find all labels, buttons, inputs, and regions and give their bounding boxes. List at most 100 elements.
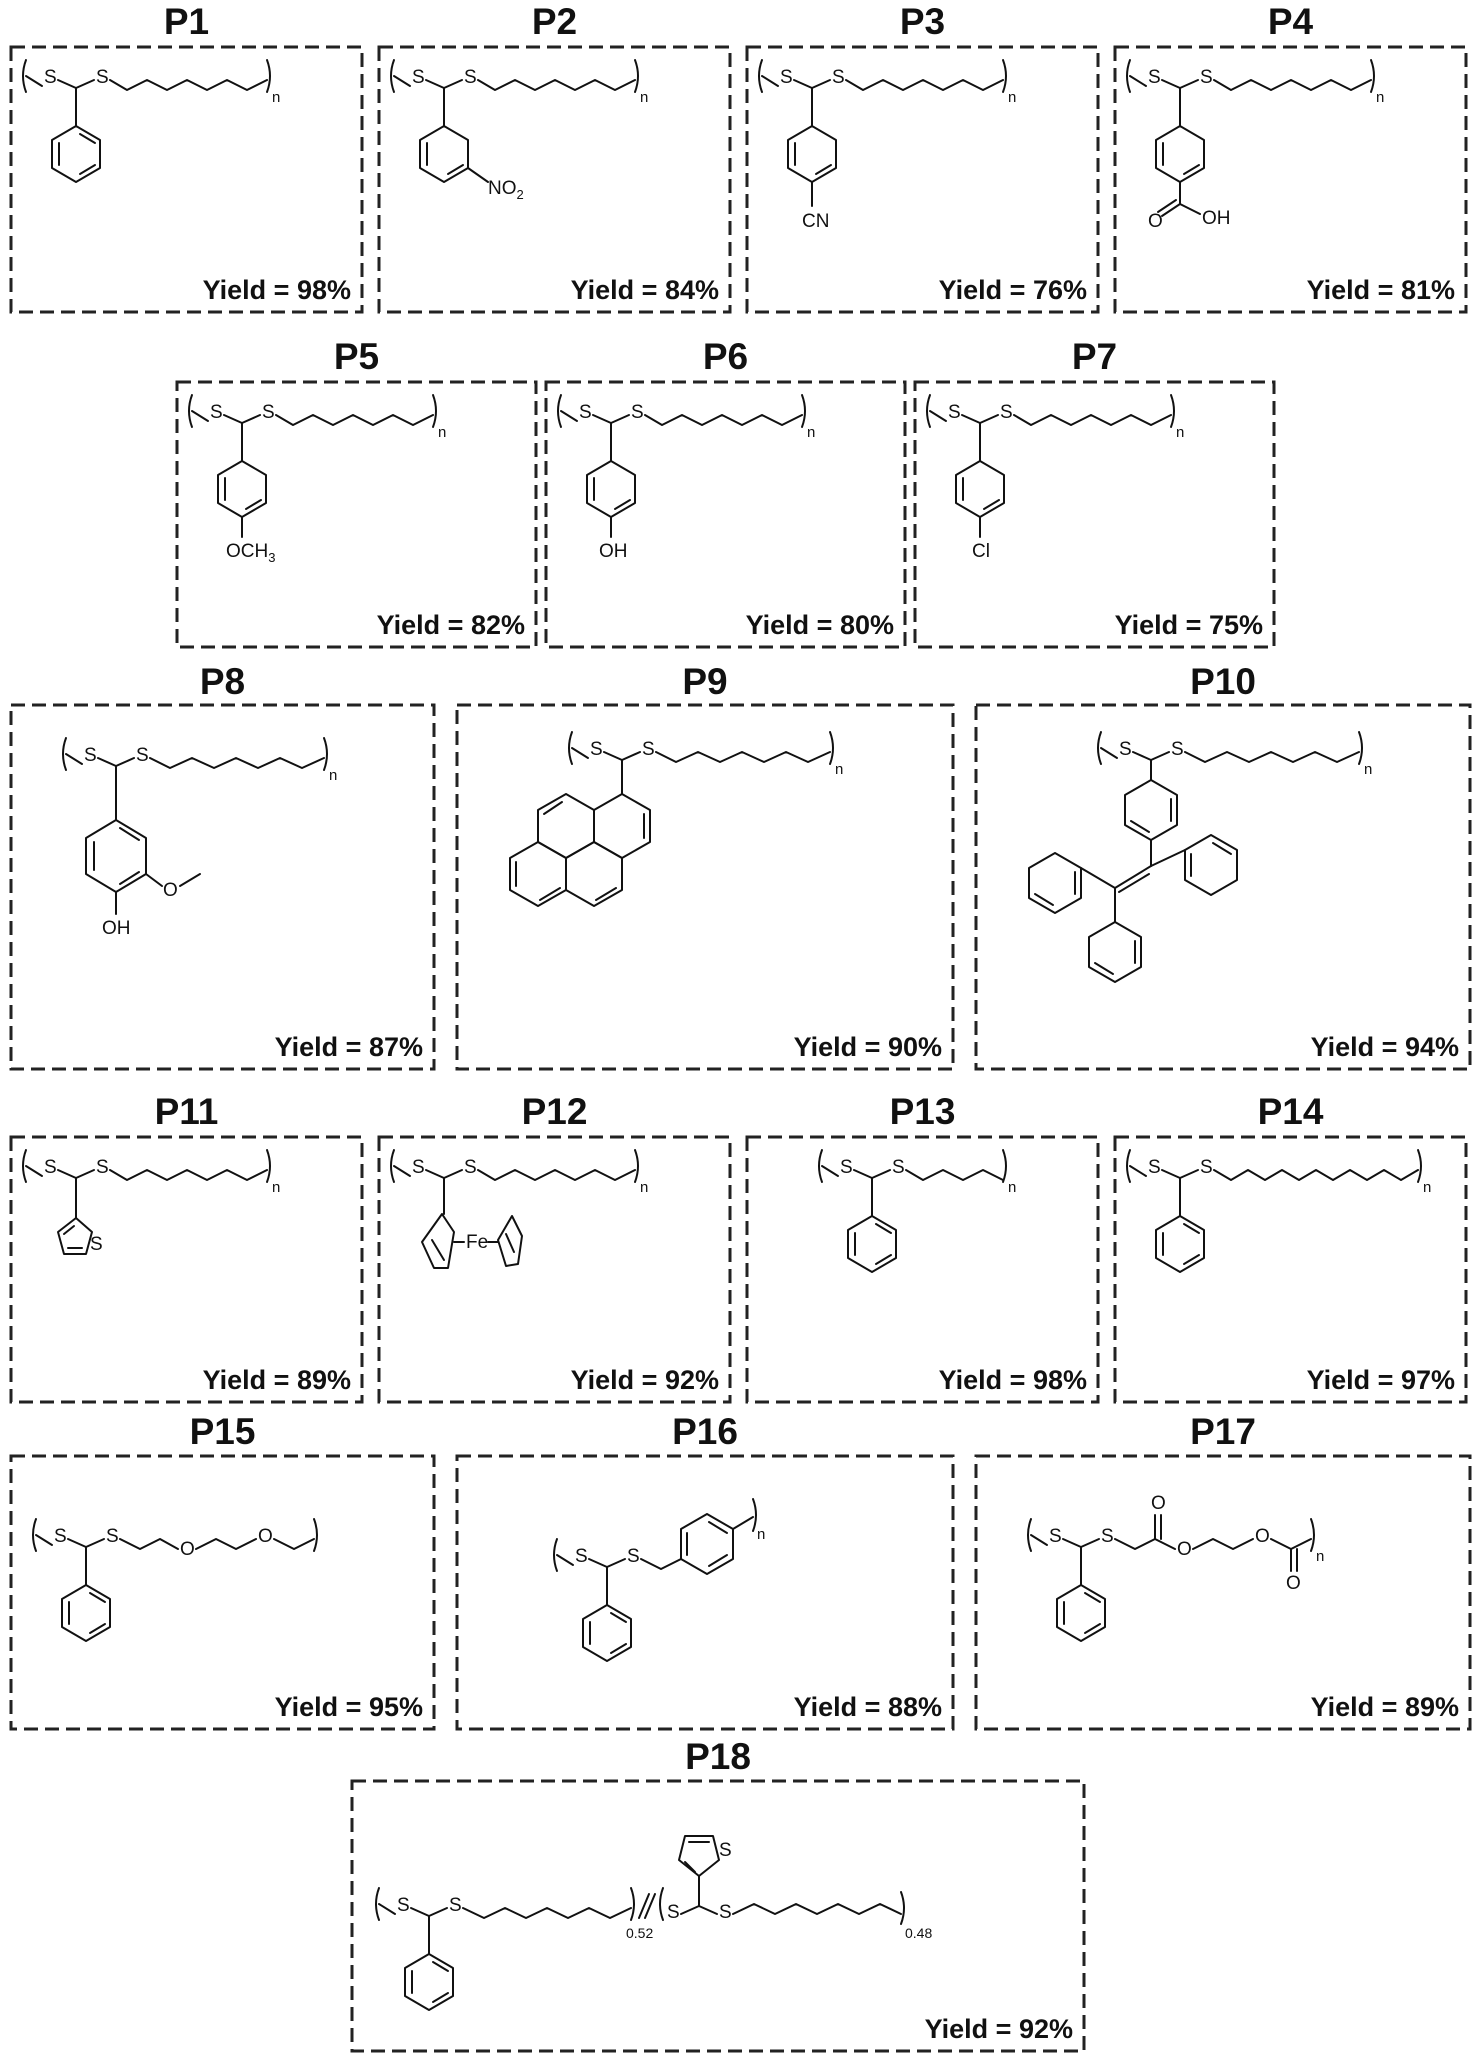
structure-box: S S n Yield = 98%: [745, 1135, 1100, 1404]
chloro-label: Cl: [972, 541, 990, 562]
sulfur-atom-label: S: [1000, 402, 1013, 423]
polymer-structure: S S O O: [9, 1454, 436, 1731]
oxygen-atom-label: O: [163, 880, 178, 901]
hydroxyl-label: OH: [102, 918, 131, 939]
yield-label: Yield = 98%: [202, 275, 351, 305]
repeat-unit-n: n: [272, 89, 280, 106]
panel-p14: P14 S S n Yield = 97%: [1113, 1090, 1468, 1404]
panel-label: P1: [163, 1, 210, 42]
iron-atom-label: Fe: [466, 1232, 488, 1253]
sulfur-atom-label: S: [719, 1840, 732, 1861]
sulfur-atom-label: S: [96, 1157, 109, 1178]
yield-label: Yield = 92%: [924, 2014, 1073, 2044]
sulfur-atom-label: S: [1049, 1526, 1062, 1547]
sulfur-atom-label: S: [464, 67, 477, 88]
panel-p1: P1 S S n Yield = 98%: [9, 0, 364, 314]
structure-box: S S n Yield = 90%: [455, 703, 955, 1071]
sulfur-atom-label: S: [642, 739, 655, 760]
repeat-unit-n: n: [438, 424, 446, 441]
structure-box: S S n NO2 Yield = 84%: [377, 45, 732, 314]
structure-box: S S n Cl Yield = 75%: [913, 380, 1276, 649]
panel-p15: P15 S S O O Yield = 95: [9, 1410, 436, 1731]
sulfur-atom-label: S: [1148, 1157, 1161, 1178]
repeat-unit-n: n: [1316, 1548, 1324, 1565]
ratio-label: 0.48: [905, 1925, 932, 1941]
structure-box: S S n S Yield = 89%: [9, 1135, 364, 1404]
yield-label: Yield = 89%: [202, 1365, 351, 1395]
panel-p12: P12 S S n Fe Yield = 92%: [377, 1090, 732, 1404]
structure-box: S S n Yield = 97%: [1113, 1135, 1468, 1404]
repeat-unit-n: n: [1376, 89, 1384, 106]
panel-label: P5: [333, 336, 380, 377]
structure-box: S S n Yield = 98%: [9, 45, 364, 314]
sulfur-atom-label: S: [892, 1157, 905, 1178]
methoxy-label: OCH3: [226, 541, 275, 565]
yield-label: Yield = 75%: [1114, 610, 1263, 640]
sulfur-atom-label: S: [1119, 739, 1132, 760]
yield-label: Yield = 88%: [793, 1692, 942, 1722]
panel-label: P18: [685, 1736, 751, 1777]
yield-label: Yield = 90%: [793, 1032, 942, 1062]
oxygen-atom-label: O: [1151, 1493, 1166, 1514]
polymer-structure: S S n: [455, 703, 955, 1071]
repeat-unit-n: n: [640, 1179, 648, 1196]
structure-box: S S n OCH3 Yield = 82%: [175, 380, 538, 649]
panel-p7: P7 S S n Cl Yield = 75%: [913, 335, 1276, 649]
repeat-unit-n: n: [835, 761, 843, 778]
panel-p9: P9 S S n: [455, 660, 955, 1071]
repeat-unit-n: n: [1008, 1179, 1016, 1196]
polymer-structure: S S n Cl: [913, 380, 1276, 649]
sulfur-atom-label: S: [579, 402, 592, 423]
panel-label: P10: [1190, 661, 1256, 702]
sulfur-atom-label: S: [780, 67, 793, 88]
panel-label: P12: [521, 1091, 588, 1132]
repeat-unit-n: n: [757, 1526, 765, 1543]
sulfur-atom-label: S: [54, 1526, 67, 1547]
panel-label: P15: [189, 1411, 256, 1452]
polymer-structure: S S n OCH3: [175, 380, 538, 649]
polymer-structure: S S n: [745, 1135, 1100, 1404]
polymer-structure: S S n: [455, 1454, 955, 1731]
oxygen-atom-label: O: [180, 1539, 195, 1560]
structure-box: S S n O OH Yield = 81%: [1113, 45, 1468, 314]
panel-p11: P11 S S n S Yield = 89%: [9, 1090, 364, 1404]
panel-label: P7: [1071, 336, 1118, 377]
polymer-structure: S S n O OH: [1113, 45, 1468, 314]
hydroxyl-label: OH: [599, 541, 628, 562]
polymer-structure: S S n OH: [544, 380, 907, 649]
polymer-structure: S S n O OH: [9, 703, 436, 1071]
repeat-unit-n: n: [1008, 89, 1016, 106]
sulfur-atom-label: S: [590, 739, 603, 760]
yield-label: Yield = 76%: [938, 275, 1087, 305]
structure-box: S S 0.52 S S 0.48 S: [350, 1779, 1086, 2053]
panel-p8: P8 S S n O OH: [9, 660, 436, 1071]
yield-label: Yield = 81%: [1306, 275, 1455, 305]
panel-p13: P13 S S n Yield = 98%: [745, 1090, 1100, 1404]
repeat-unit-n: n: [807, 424, 815, 441]
oxygen-atom-label: O: [258, 1526, 273, 1547]
sulfur-atom-label: S: [1148, 67, 1161, 88]
panel-p4: P4 S S n O OH Yield = 81%: [1113, 0, 1468, 314]
panel-label: P4: [1267, 1, 1314, 42]
panel-p10: P10 S S n: [974, 660, 1472, 1071]
yield-label: Yield = 98%: [938, 1365, 1087, 1395]
panel-label: P9: [682, 661, 728, 702]
repeat-unit-n: n: [329, 767, 337, 784]
hydroxyl-label: OH: [1202, 208, 1231, 229]
nitro-label: NO2: [488, 178, 524, 202]
polymer-structure: S S n: [974, 703, 1472, 1071]
sulfur-atom-label: S: [449, 1895, 462, 1916]
sulfur-atom-label: S: [84, 745, 97, 766]
structure-box: S S n OH Yield = 80%: [544, 380, 907, 649]
polymer-structure: S S n: [1113, 1135, 1468, 1404]
oxygen-atom-label: O: [1255, 1526, 1270, 1547]
panel-label: P13: [889, 1091, 956, 1132]
structure-box: S S O O O O n: [974, 1454, 1472, 1731]
panel-label: P3: [899, 1, 946, 42]
sulfur-atom-label: S: [832, 67, 845, 88]
sulfur-atom-label: S: [948, 402, 961, 423]
sulfur-atom-label: S: [397, 1895, 410, 1916]
panel-p3: P3 S S n CN Yield = 76%: [745, 0, 1100, 314]
sulfur-atom-label: S: [840, 1157, 853, 1178]
sulfur-atom-label: S: [1200, 67, 1213, 88]
